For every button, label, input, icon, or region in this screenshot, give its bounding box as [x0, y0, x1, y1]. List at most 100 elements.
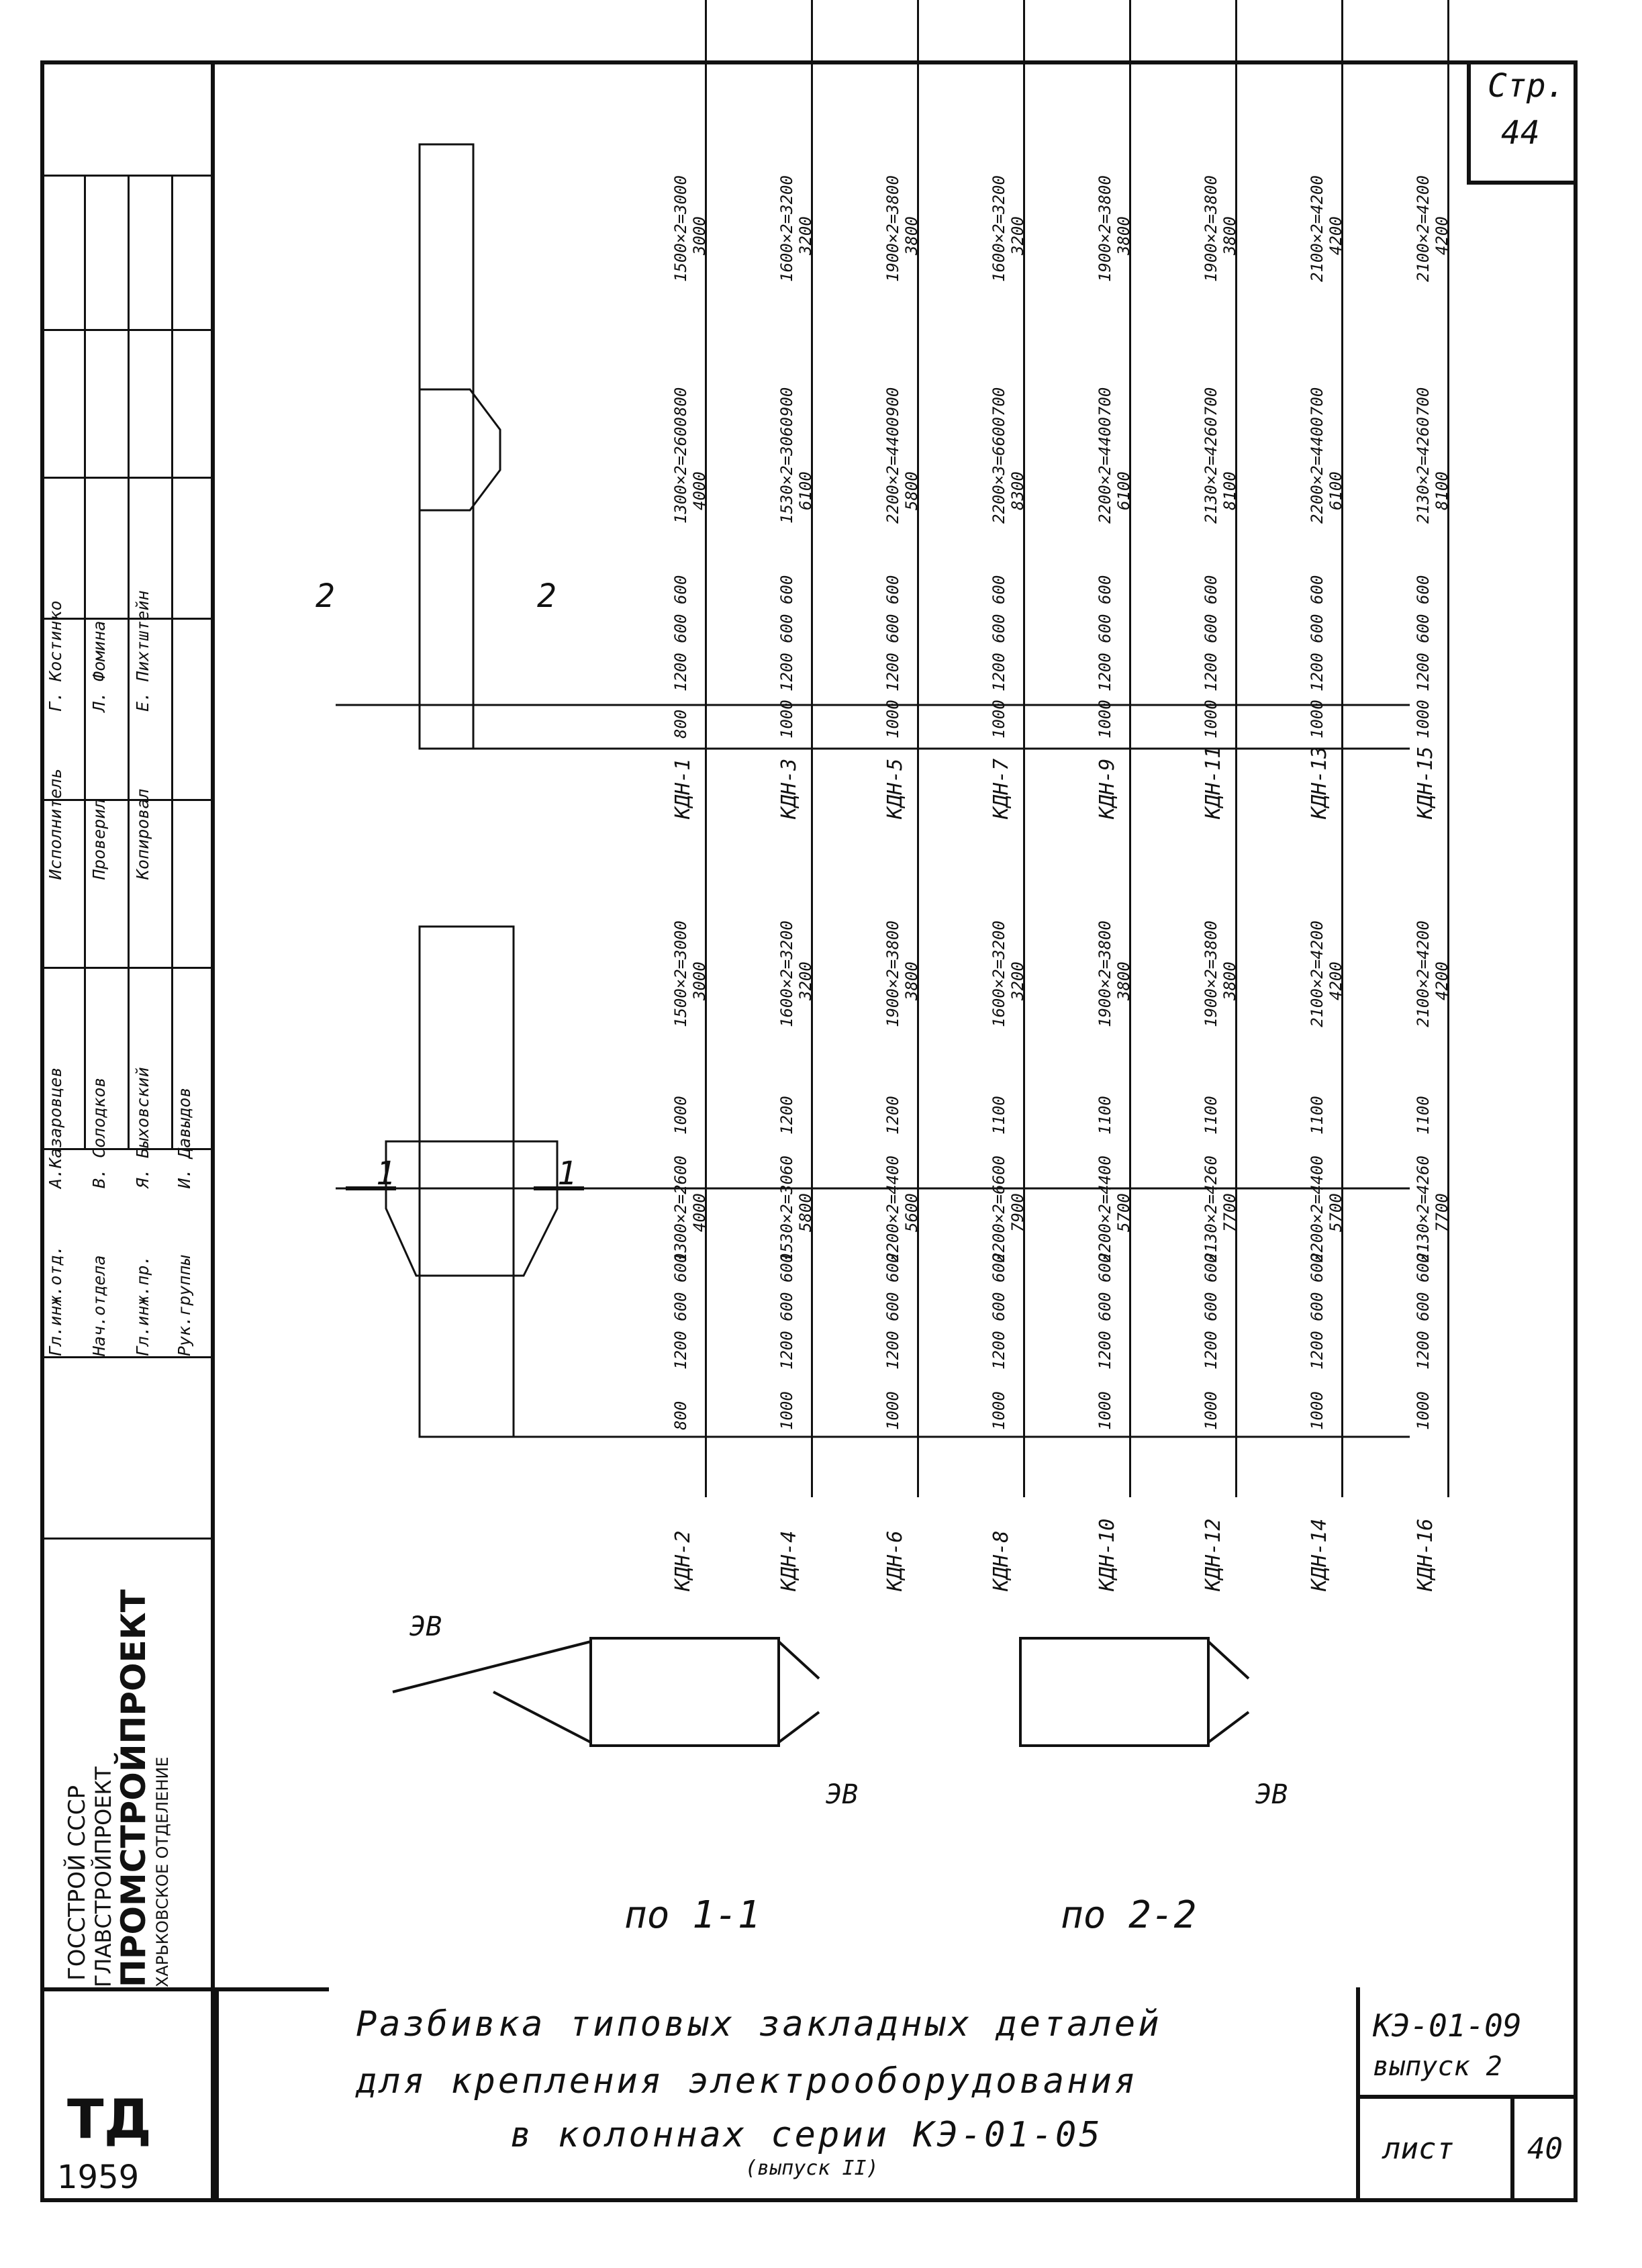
- dim-base: 800: [671, 1401, 690, 1430]
- dim-lower: 1200 600 600: [883, 575, 902, 692]
- dim-base: 1000: [1096, 700, 1114, 739]
- column-mark: КДН-15: [1414, 746, 1437, 819]
- dim-upper-total: 3800: [902, 216, 921, 255]
- column-mark: КДН-10: [1096, 1518, 1119, 1591]
- dim-base: 1000: [1414, 1391, 1433, 1430]
- dim-upper: 1900×2=3800: [883, 175, 902, 282]
- dim-upper-total: 3200: [796, 961, 815, 1000]
- sheet-number: 40: [1527, 2132, 1563, 2166]
- column-mark: КДН-11: [1202, 746, 1225, 819]
- dim-upper: 2100×2=4200: [1308, 175, 1326, 282]
- dim-base: 1000: [989, 700, 1008, 739]
- dim-console: 700: [1308, 387, 1326, 416]
- dim-middle: 2130×2=4260: [1202, 1155, 1220, 1262]
- row-divider: [1235, 0, 1237, 759]
- row-divider: [705, 436, 707, 1497]
- column-mark: КДН-4: [777, 1530, 801, 1591]
- right-column-console: [418, 388, 501, 512]
- dim-middle: 2130×2=4260: [1414, 1155, 1433, 1262]
- td-label: ТД: [67, 2088, 152, 2151]
- dim-base: 1000: [1308, 700, 1326, 739]
- left-column-body: [418, 925, 515, 1438]
- dim-base: 1000: [1202, 700, 1220, 739]
- sheet-border: [40, 60, 1578, 2202]
- sheet-ref-number: 44: [1501, 114, 1540, 152]
- dim-console: 700: [1202, 387, 1220, 416]
- cut-mark-1b: 1: [557, 1155, 577, 1192]
- dim-middle-total: 4000: [690, 471, 709, 510]
- dim-console: 700: [1414, 387, 1433, 416]
- column-mark: КДН-8: [989, 1530, 1013, 1591]
- dim-upper-total: 3000: [690, 216, 709, 255]
- issue-number: выпуск 2: [1373, 2051, 1502, 2082]
- dim-lower: 1200 600 600: [1414, 575, 1433, 692]
- sheet-ref-label: Стр.: [1488, 67, 1565, 105]
- dim-upper-total: 3200: [1008, 961, 1027, 1000]
- row-divider: [1235, 436, 1237, 1497]
- title-strip: [40, 60, 215, 2202]
- dim-lower: 1200 600 600: [1308, 575, 1326, 692]
- dim-middle-total: 7700: [1220, 1193, 1239, 1232]
- embed-label-1: ЭВ: [409, 1611, 442, 1642]
- td-stamp: [40, 1987, 329, 2202]
- dim-console: 700: [1096, 387, 1114, 416]
- dim-middle-total: 7900: [1008, 1193, 1027, 1232]
- column-mark: КДН-6: [883, 1530, 907, 1591]
- column-mark: КДН-14: [1308, 1518, 1331, 1591]
- dim-lower: 1200 600 600: [1202, 1253, 1220, 1370]
- dim-upper: 1900×2=3800: [1096, 175, 1114, 282]
- row-divider: [811, 0, 813, 759]
- dim-upper: 2100×2=4200: [1414, 175, 1433, 282]
- dim-base: 800: [671, 709, 690, 739]
- dim-middle: 2200×2=6600: [989, 1155, 1008, 1262]
- dim-console: 1100: [1308, 1096, 1326, 1135]
- column-mark: КДН-13: [1308, 746, 1331, 819]
- dim-lower: 1200 600 600: [671, 575, 690, 692]
- dim-upper-total: 3800: [1114, 961, 1133, 1000]
- cut-mark-2a: 2: [316, 577, 335, 615]
- dim-upper-total: 4200: [1433, 961, 1451, 1000]
- sheet-ref-box: Стр. 44: [1467, 60, 1578, 185]
- title-line4: (выпуск II): [745, 2157, 879, 2180]
- dim-middle: 2200×3=6600: [989, 417, 1008, 524]
- title-line3: в колоннах серии КЭ-01-05: [510, 2115, 1103, 2155]
- dim-base: 1000: [1308, 1391, 1326, 1430]
- dim-lower: 1200 600 600: [989, 1253, 1008, 1370]
- row-divider: [811, 436, 813, 1497]
- dim-middle: 2130×2=4260: [1202, 417, 1220, 524]
- dim-middle-total: 5700: [1326, 1193, 1345, 1232]
- dim-middle: 1300×2=2600: [671, 1155, 690, 1262]
- dim-lower: 1200 600 600: [777, 575, 796, 692]
- section-label-1-1: по 1-1: [624, 1893, 761, 1937]
- dim-upper: 1900×2=3800: [883, 920, 902, 1027]
- dim-console: 1000: [671, 1096, 690, 1135]
- dim-console: 700: [989, 387, 1008, 416]
- column-mark: КДН-3: [777, 758, 801, 819]
- title-line1: Разбивка типовых закладных деталей: [356, 2004, 1162, 2044]
- dim-base: 1000: [883, 700, 902, 739]
- dim-middle: 2200×2=4400: [1096, 1155, 1114, 1262]
- dim-middle-total: 8100: [1433, 471, 1451, 510]
- dim-middle: 2200×2=4400: [1308, 1155, 1326, 1262]
- column-mark: КДН-5: [883, 758, 907, 819]
- row-divider: [917, 436, 919, 1497]
- dim-middle: 1530×2=3060: [777, 1155, 796, 1262]
- dim-middle-total: 8100: [1220, 471, 1239, 510]
- row-divider: [1129, 436, 1131, 1497]
- dim-console: 1100: [1202, 1096, 1220, 1135]
- dim-lower: 1200 600 600: [989, 575, 1008, 692]
- dim-upper: 1900×2=3800: [1202, 920, 1220, 1027]
- dim-console: 1200: [883, 1096, 902, 1135]
- column-mark: КДН-9: [1096, 758, 1119, 819]
- dim-console: 900: [883, 387, 902, 416]
- dim-upper-total: 4200: [1433, 216, 1451, 255]
- dim-lower: 1200 600 600: [671, 1253, 690, 1370]
- dim-middle: 2200×2=4400: [1096, 417, 1114, 524]
- dim-upper-total: 3200: [796, 216, 815, 255]
- dim-base: 1000: [1096, 1391, 1114, 1430]
- dim-middle: 1530×2=3060: [777, 417, 796, 524]
- dim-lower: 1200 600 600: [883, 1253, 902, 1370]
- dim-base: 1000: [1414, 700, 1433, 739]
- dim-console: 800: [671, 387, 690, 416]
